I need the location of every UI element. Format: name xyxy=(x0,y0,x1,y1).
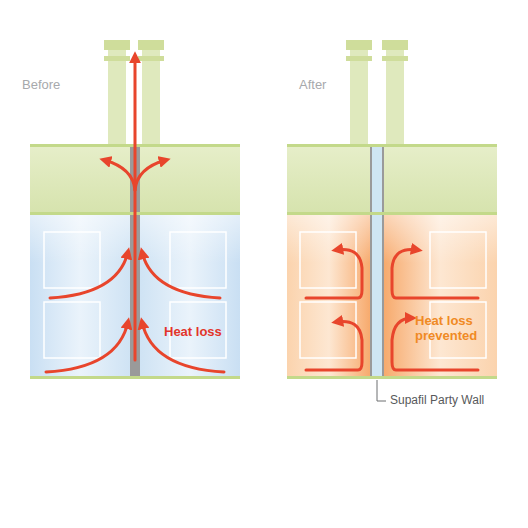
before-house xyxy=(30,40,240,379)
panel-heading: Before xyxy=(22,78,60,93)
after-house xyxy=(287,40,497,401)
leader-line xyxy=(377,380,386,401)
panel: AfterHeat loss prevented xyxy=(281,74,507,386)
panel-heading: After xyxy=(299,78,326,93)
panel: BeforeHeat loss xyxy=(14,74,254,386)
heat-loss-label: Heat loss xyxy=(164,325,222,340)
callout-label: Supafil Party Wall xyxy=(390,393,484,407)
heat-loss-prevented-label: Heat loss prevented xyxy=(415,314,493,344)
